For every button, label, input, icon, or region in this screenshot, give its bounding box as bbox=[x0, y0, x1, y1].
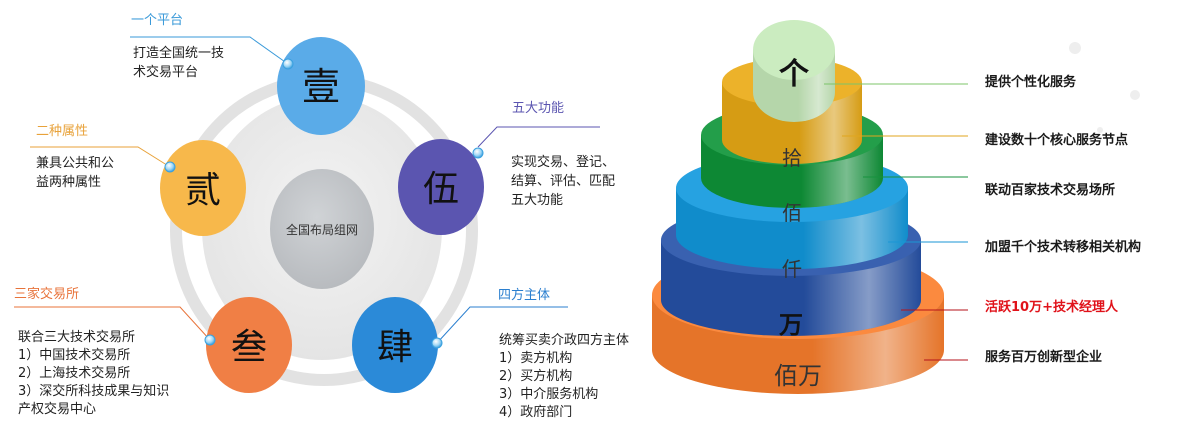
pyramid-layer-2-glyph: 拾 bbox=[782, 146, 802, 170]
node-one-circle bbox=[277, 37, 365, 135]
node-three-circle bbox=[206, 297, 292, 393]
pyramid-layer-5-glyph: 万 bbox=[779, 311, 803, 339]
pyramid-layer-3-glyph: 佰 bbox=[782, 201, 802, 225]
node-five-heading: 五大功能 bbox=[512, 101, 565, 116]
pyramid-leader-lines bbox=[824, 83, 968, 361]
node-four: 肆 bbox=[352, 297, 438, 393]
pyramid-label-5: 活跃10万+技术经理人 bbox=[985, 300, 1118, 315]
node-one-heading: 一个平台 bbox=[131, 13, 184, 28]
node-four-desc: 统筹买卖介政四方主体 1）卖方机构 2）买方机构 3）中介服务机构 4）政府部门 bbox=[499, 333, 630, 420]
pyramid-label-3: 联动百家技术交易场所 bbox=[985, 183, 1116, 198]
node-one-glyph: 壹 bbox=[302, 65, 340, 109]
node-five-desc: 实现交易、登记、 结算、评估、匹配 五大功能 bbox=[511, 155, 616, 208]
node-four-circle bbox=[352, 297, 438, 393]
pyramid: 佰万 万 仟 佰 拾 个 bbox=[652, 20, 944, 394]
network-diagram: 全国布局组网 壹 贰 叁 肆 伍 bbox=[14, 36, 600, 393]
node-two-circle bbox=[160, 140, 246, 236]
node-two: 贰 bbox=[160, 140, 246, 236]
node-five-glyph: 伍 bbox=[423, 169, 459, 210]
decorative-dots bbox=[1069, 42, 1140, 133]
node-one: 壹 bbox=[277, 37, 365, 135]
pyramid-layer-1: 个 bbox=[753, 20, 835, 122]
pyramid-label-2: 建设数十个核心服务节点 bbox=[985, 133, 1129, 148]
center-circle bbox=[270, 169, 374, 289]
node-four-heading: 四方主体 bbox=[498, 288, 551, 303]
center-label: 全国布局组网 bbox=[286, 222, 358, 237]
node-three: 叁 bbox=[206, 297, 292, 393]
node-two-heading: 二种属性 bbox=[36, 124, 89, 139]
connectors bbox=[14, 36, 600, 344]
node-two-desc: 兼具公共和公 益两种属性 bbox=[36, 156, 115, 190]
node-two-glyph: 贰 bbox=[185, 170, 221, 211]
pyramid-label-6: 服务百万创新型企业 bbox=[985, 350, 1103, 365]
node-four-glyph: 肆 bbox=[377, 327, 413, 368]
pyramid-label-1: 提供个性化服务 bbox=[985, 75, 1077, 90]
connector-dots bbox=[164, 58, 484, 349]
pyramid-layer-1-top bbox=[753, 20, 835, 80]
node-one-desc: 打造全国统一技 术交易平台 bbox=[133, 46, 225, 80]
node-three-desc: 联合三大技术交易所 1）中国技术交易所 2）上海技术交易所 3）深交所科技成果与… bbox=[18, 330, 170, 417]
node-three-heading: 三家交易所 bbox=[14, 287, 80, 302]
node-five: 伍 bbox=[398, 139, 484, 235]
node-five-circle bbox=[398, 139, 484, 235]
pyramid-label-4: 加盟千个技术转移相关机构 bbox=[985, 240, 1142, 255]
pyramid-layer-1-glyph: 个 bbox=[779, 57, 810, 92]
pyramid-layer-4-glyph: 仟 bbox=[782, 257, 802, 281]
node-three-glyph: 叁 bbox=[231, 327, 267, 368]
pyramid-layer-6-glyph: 佰万 bbox=[774, 362, 822, 390]
